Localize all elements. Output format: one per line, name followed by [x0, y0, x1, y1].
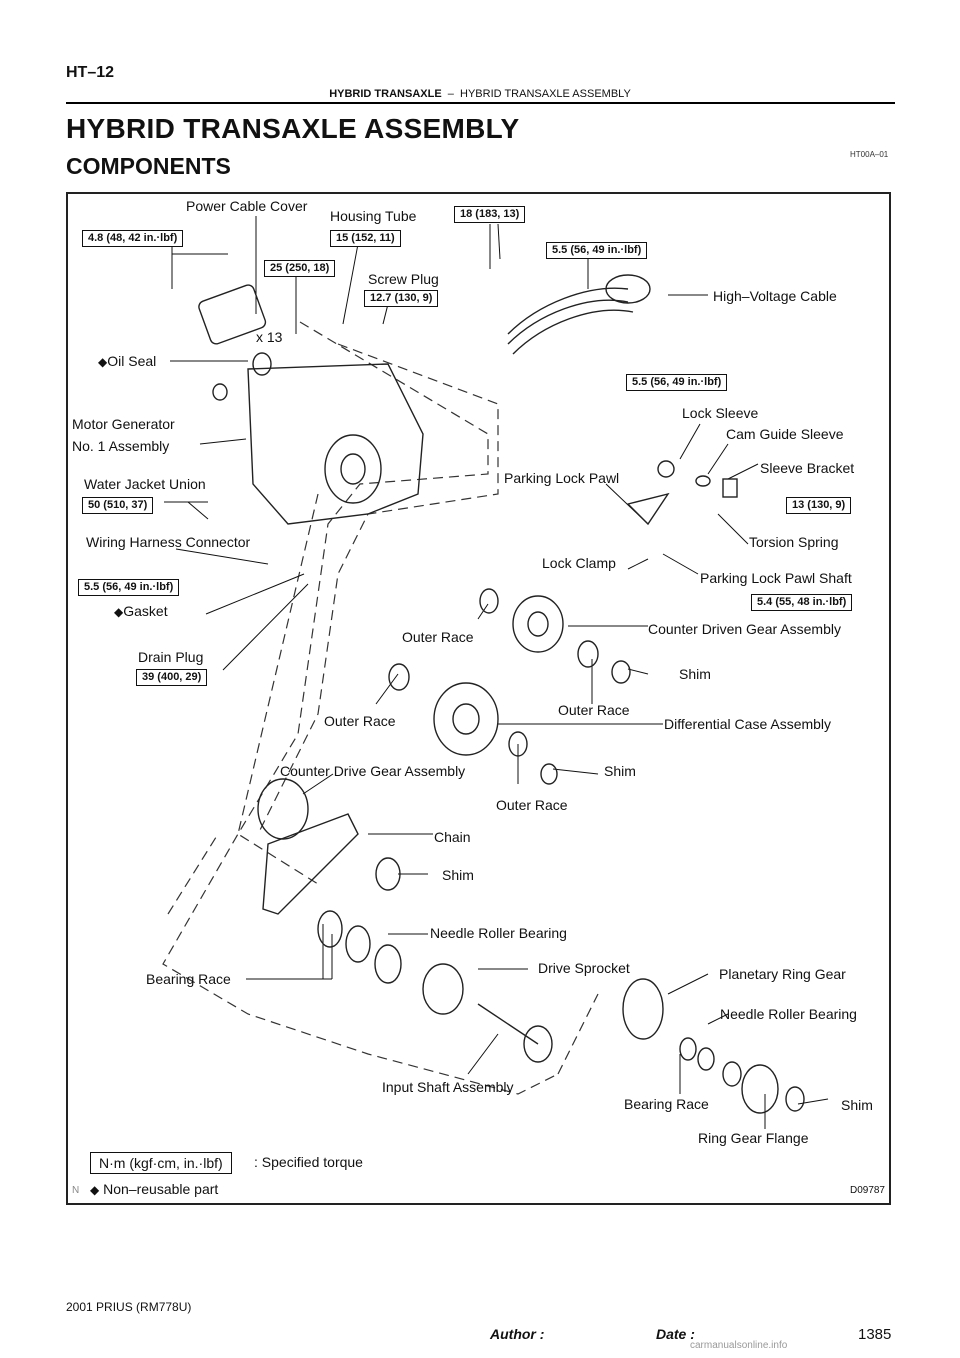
label-motor-generator-line2: No. 1 Assembly: [72, 438, 170, 454]
label-drive-sprocket: Drive Sprocket: [538, 960, 630, 976]
torque-25: 25 (250, 18): [264, 260, 336, 277]
label-counter-driven-gear-assembly: Counter Driven Gear Assembly: [648, 621, 841, 637]
non-reusable-diamond-icon: ◆: [98, 355, 108, 369]
header-subcategory: HYBRID TRANSAXLE ASSEMBLY: [460, 88, 631, 100]
torque-5-5-b: 5.5 (56, 49 in.·lbf): [626, 374, 728, 391]
torque-39: 39 (400, 29): [136, 669, 208, 686]
legend-torque-description: : Specified torque: [254, 1154, 363, 1170]
figure-code: D09787: [849, 1185, 885, 1196]
label-planetary-ring-gear: Planetary Ring Gear: [719, 966, 846, 982]
torque-50: 50 (510, 37): [82, 497, 154, 514]
label-shim-4: Shim: [841, 1097, 873, 1113]
footer-date-label: Date :: [656, 1326, 695, 1342]
torque-5-5-a: 5.5 (56, 49 in.·lbf): [546, 242, 648, 259]
header-rule: [66, 102, 895, 104]
footer-author-label: Author :: [490, 1326, 545, 1342]
label-bearing-race-1: Bearing Race: [146, 971, 231, 987]
section-code: HT–12: [66, 64, 115, 81]
label-outer-race-4: Outer Race: [496, 797, 568, 813]
label-drain-plug: Drain Plug: [138, 649, 204, 665]
component-shapes: [198, 274, 805, 1114]
label-screw-plug: Screw Plug: [368, 271, 439, 287]
label-differential-case-assembly: Differential Case Assembly: [664, 716, 832, 732]
footer-model: 2001 PRIUS (RM778U): [66, 1300, 192, 1314]
page-number: 1385: [858, 1326, 892, 1343]
label-power-cable-cover: Power Cable Cover: [186, 198, 308, 214]
header-separator: –: [447, 88, 454, 100]
label-shim-2: Shim: [604, 763, 636, 779]
label-x13: x 13: [256, 329, 283, 345]
header-category: HYBRID TRANSAXLE: [329, 88, 442, 100]
leader-lines: [164, 216, 829, 1129]
label-torsion-spring: Torsion Spring: [749, 534, 839, 550]
torque-5-5-c: 5.5 (56, 49 in.·lbf): [78, 579, 180, 596]
label-sleeve-bracket: Sleeve Bracket: [760, 460, 855, 476]
label-needle-roller-bearing-2: Needle Roller Bearing: [720, 1006, 857, 1022]
components-diagram: Power Cable Cover Housing Tube 4.8 (48, …: [66, 192, 891, 1205]
non-reusable-diamond-icon: ◆: [90, 1183, 100, 1197]
non-reusable-diamond-icon: ◆: [114, 605, 124, 619]
label-outer-race-3: Outer Race: [324, 713, 396, 729]
label-parking-lock-pawl-shaft: Parking Lock Pawl Shaft: [700, 570, 852, 586]
reference-code: HT00A–01: [850, 150, 889, 159]
torque-4-8: 4.8 (48, 42 in.·lbf): [82, 230, 184, 247]
label-cam-guide-sleeve: Cam Guide Sleeve: [726, 426, 844, 442]
exploded-view-drawing: [162, 216, 829, 1129]
legend-non-reusable: ◆ Non–reusable part: [90, 1181, 219, 1197]
label-outer-race-1: Outer Race: [402, 629, 474, 645]
page-title: HYBRID TRANSAXLE ASSEMBLY: [66, 113, 520, 144]
label-counter-drive-gear-assembly: Counter Drive Gear Assembly: [280, 763, 466, 779]
running-header: HYBRID TRANSAXLE – HYBRID TRANSAXLE ASSE…: [0, 88, 960, 100]
label-water-jacket-union: Water Jacket Union: [84, 476, 206, 492]
label-oil-seal: ◆Oil Seal: [98, 353, 157, 369]
label-parking-lock-pawl: Parking Lock Pawl: [504, 470, 620, 486]
torque-5-4: 5.4 (55, 48 in.·lbf): [751, 594, 853, 611]
label-shim-3: Shim: [442, 867, 474, 883]
label-shim-1: Shim: [679, 666, 711, 682]
section-title: COMPONENTS: [66, 153, 231, 179]
label-lock-sleeve: Lock Sleeve: [682, 405, 759, 421]
figure-corner-mark: N: [72, 1185, 80, 1196]
label-housing-tube: Housing Tube: [330, 208, 417, 224]
label-lock-clamp: Lock Clamp: [542, 555, 616, 571]
label-motor-generator-line1: Motor Generator: [72, 416, 175, 432]
label-outer-race-2: Outer Race: [558, 702, 630, 718]
label-input-shaft-assembly: Input Shaft Assembly: [382, 1079, 514, 1095]
label-high-voltage-cable: High–Voltage Cable: [713, 288, 837, 304]
label-gasket: ◆Gasket: [114, 603, 168, 619]
torque-18: 18 (183, 13): [454, 206, 526, 223]
label-wiring-harness-connector: Wiring Harness Connector: [86, 534, 251, 550]
torque-15: 15 (152, 11): [330, 230, 401, 247]
torque-12-7: 12.7 (130, 9): [364, 290, 439, 307]
watermark: carmanualsonline.info: [690, 1340, 788, 1351]
legend-torque-unit: N·m (kgf·cm, in.·lbf): [90, 1152, 232, 1174]
torque-13: 13 (130, 9): [786, 497, 852, 514]
label-chain: Chain: [434, 829, 471, 845]
label-needle-roller-bearing-1: Needle Roller Bearing: [430, 925, 567, 941]
label-ring-gear-flange: Ring Gear Flange: [698, 1130, 809, 1146]
label-bearing-race-2: Bearing Race: [624, 1096, 709, 1112]
